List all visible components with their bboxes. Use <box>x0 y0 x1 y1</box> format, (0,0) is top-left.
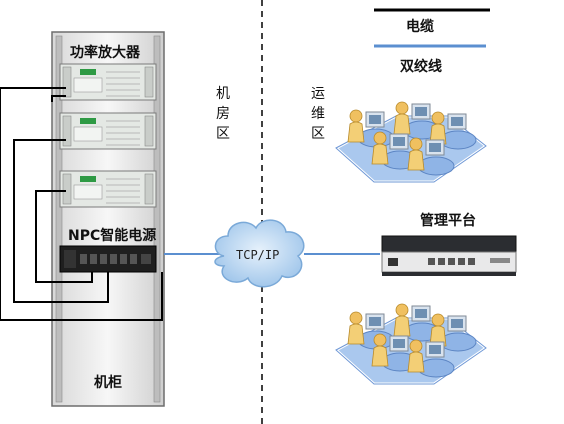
zone-char: 房 <box>216 106 230 122</box>
npc-smart-power-unit <box>59 245 157 273</box>
operations-zone-label: 运 维 区 <box>310 84 326 144</box>
tcp-ip-label: TCP/IP <box>236 248 280 262</box>
zone-char: 运 <box>311 86 325 102</box>
power-cables <box>0 87 163 321</box>
legend-twisted-pair-label: 双绞线 <box>400 59 442 75</box>
legend-cable-label: 电缆 <box>406 19 434 35</box>
tcp-ip-cloud <box>214 219 305 288</box>
zone-char: 区 <box>311 126 325 142</box>
workstation-cluster-top <box>336 102 486 182</box>
power-amplifier-3 <box>59 170 157 208</box>
cabinet-label: 机柜 <box>94 375 122 391</box>
zone-char: 区 <box>216 126 230 142</box>
management-platform-label: 管理平台 <box>420 213 476 229</box>
power-amplifier-2 <box>59 112 157 150</box>
amplifier-label: 功率放大器 <box>70 45 140 61</box>
npc-power-label: NPC智能电源 <box>68 228 157 244</box>
workstation-cluster-bottom <box>336 304 486 384</box>
zone-char: 机 <box>216 86 230 102</box>
management-server <box>381 235 517 276</box>
zone-char: 维 <box>311 106 325 122</box>
machine-room-zone-label: 机 房 区 <box>215 84 231 144</box>
power-amplifier-1 <box>59 63 157 101</box>
